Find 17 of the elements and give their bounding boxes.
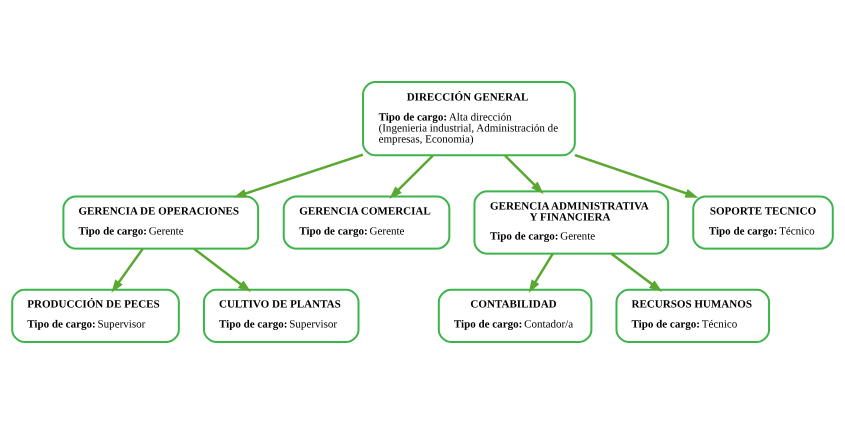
node-box: GERENCIA COMERCIAL Tipo de cargo: Gerente [282,195,450,250]
arrow [193,248,252,292]
node-box: GERENCIA DE OPERACIONES Tipo de cargo: Gerente [62,195,260,250]
node-box: SOPORTE TECNICO Tipo de cargo: Técnico [692,195,834,250]
arrow [574,154,698,198]
arrow [610,252,662,292]
arrow [111,248,144,293]
node-box: GERENCIA ADMINISTRATIVA Y FINANCIERA Tipo de cargo: Gerente [473,190,670,255]
arrow [389,154,434,199]
node-box: RECURSOS HUMANOS Tipo de cargo: Técnico [615,288,770,343]
arrow [528,253,554,293]
arrow [504,154,544,194]
arrow [233,154,364,198]
node-box: DIRECCIÓN GENERAL Tipo de cargo: Alta dirección (Ingenieria industrial, Administración de empresas, Economia) [362,81,576,156]
node-box: PRODUCCIÓN DE PECES Tipo de cargo: Supervisor [11,288,180,343]
node-box: CULTIVO DE PLANTAS Tipo de cargo: Supervisor [202,288,360,343]
node-box: CONTABILIDAD Tipo de cargo: Contador/a [438,288,592,343]
